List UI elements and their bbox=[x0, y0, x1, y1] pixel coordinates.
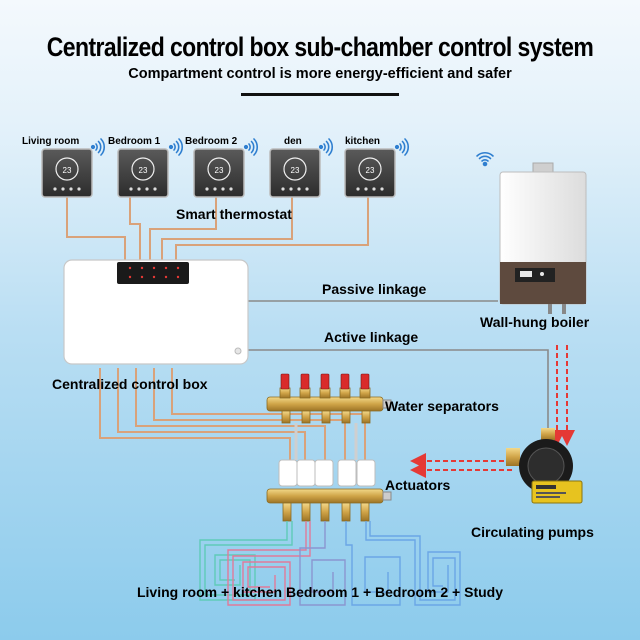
actuator bbox=[296, 459, 316, 487]
floor-heating-loop bbox=[299, 521, 346, 606]
active-linkage-line bbox=[248, 349, 549, 432]
boiler bbox=[499, 162, 587, 314]
room-label-living-room: Living room bbox=[22, 136, 80, 147]
wifi-icon bbox=[318, 138, 333, 156]
svg-text:23: 23 bbox=[139, 166, 148, 175]
page-subtitle: Compartment control is more energy-effic… bbox=[128, 66, 512, 82]
wifi-icon bbox=[168, 138, 183, 156]
room-label-den: den bbox=[284, 136, 302, 147]
floor-heating-loop bbox=[227, 521, 311, 606]
pump bbox=[506, 428, 583, 504]
room-label-kitchen: kitchen bbox=[345, 136, 381, 147]
thermostat-icon: 23 bbox=[193, 148, 245, 198]
svg-text:23: 23 bbox=[366, 166, 375, 175]
room-label-bedroom-1: Bedroom 1 bbox=[108, 136, 161, 147]
active-linkage-label: Active linkage bbox=[324, 329, 419, 345]
thermostat-label: Smart thermostat bbox=[176, 206, 292, 222]
thermostats: 23 23 23 23 bbox=[41, 148, 396, 198]
valve-handle bbox=[340, 373, 350, 390]
actuator bbox=[337, 459, 357, 487]
thermostat-icon: 23 bbox=[41, 148, 93, 198]
svg-text:23: 23 bbox=[63, 166, 72, 175]
room-label-bedroom-2: Bedroom 2 bbox=[185, 136, 238, 147]
actuators-label: Actuators bbox=[385, 477, 451, 493]
wifi-icon bbox=[90, 138, 105, 156]
svg-text:23: 23 bbox=[291, 166, 300, 175]
zone-groups-label: Living room + kitchen Bedroom 1 + Bedroo… bbox=[136, 584, 504, 600]
passive-linkage-label: Passive linkage bbox=[322, 281, 427, 297]
valve-handle bbox=[320, 373, 330, 390]
thermostat-icon: 23 bbox=[344, 148, 396, 198]
page-title: Centralized control box sub-chamber cont… bbox=[46, 31, 594, 62]
control-box-label: Centralized control box bbox=[52, 376, 208, 392]
pumps-label: Circulating pumps bbox=[471, 524, 594, 540]
wifi-icon bbox=[476, 152, 494, 167]
floor-heating-loop bbox=[345, 521, 461, 606]
actuator bbox=[314, 459, 334, 487]
thermostat-icon: 23 bbox=[269, 148, 321, 198]
thermostat-icon: 23 bbox=[117, 148, 169, 198]
control-box bbox=[63, 259, 249, 365]
svg-text:23: 23 bbox=[215, 166, 224, 175]
actuators bbox=[266, 459, 392, 522]
valve-handle bbox=[280, 373, 290, 390]
thermostat-wires bbox=[66, 197, 369, 262]
wifi-icon bbox=[394, 138, 409, 156]
actuator-wires bbox=[99, 368, 366, 462]
title-underline bbox=[241, 93, 399, 96]
floor-heating-loops bbox=[199, 521, 461, 606]
actuator bbox=[356, 459, 376, 487]
boiler-label: Wall-hung boiler bbox=[480, 314, 590, 330]
wifi-icon bbox=[243, 138, 258, 156]
manifold bbox=[266, 373, 392, 424]
actuator bbox=[278, 459, 298, 487]
valve-handle bbox=[300, 373, 310, 390]
valve-handle bbox=[360, 373, 370, 390]
water-separators-label: Water separators bbox=[385, 398, 499, 414]
